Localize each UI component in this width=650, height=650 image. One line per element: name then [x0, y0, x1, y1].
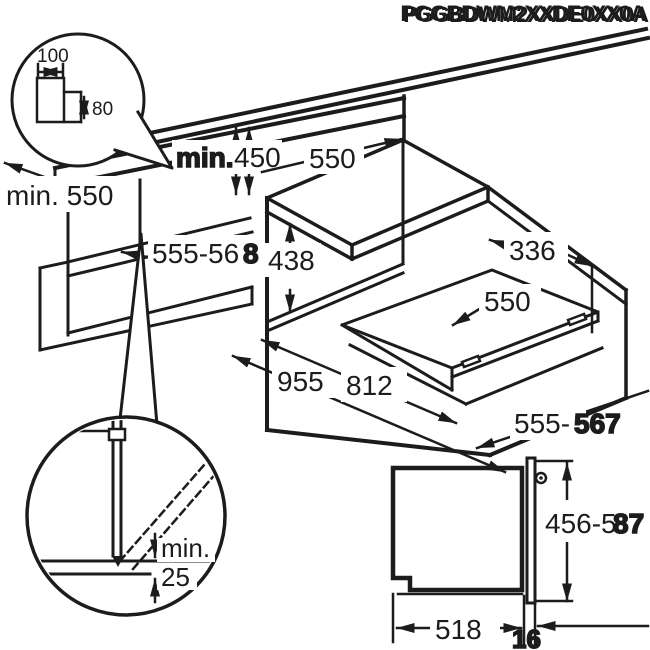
dim-812: 812 [260, 338, 458, 425]
dim-min550-label: min. 550 [6, 180, 113, 211]
dim-438: 438 [263, 222, 321, 314]
dim-438-label: 438 [268, 245, 315, 276]
callout-top-tail [113, 109, 174, 170]
dim-518: 518 16 [391, 592, 650, 650]
dim-555-567-overlap: 567 [574, 408, 621, 439]
dim-336-label: 336 [509, 235, 556, 266]
dim-555-568-label: 555-56 [152, 238, 239, 269]
callout-bottom-tail [117, 232, 159, 430]
appliance-front [390, 465, 525, 593]
dim-min25-value: 25 [161, 562, 190, 592]
dim-80-label: 80 [92, 99, 113, 120]
dim-518-label: 518 [435, 614, 482, 645]
dim-812-label: 812 [346, 370, 393, 401]
dim-555-568: 555-56 8 [120, 235, 302, 274]
dim-955-label: 955 [277, 366, 324, 397]
dim-min450: min. 450 [172, 126, 282, 196]
dim-min25-prefix: min. [161, 533, 210, 563]
screw-hole [534, 471, 548, 485]
side-trim [525, 456, 537, 605]
dim-456-overlap: 87 [613, 508, 644, 539]
product-code-text: PGGBDWM2XXDE0XX0A [403, 2, 649, 27]
dim-trim-label: 16 [512, 624, 541, 650]
dim-550-board-label: 550 [484, 286, 531, 317]
wall-rail [147, 26, 650, 145]
dim-336: 336 [488, 232, 594, 334]
dim-550-top-label: 550 [309, 143, 356, 174]
dim-100-label: 100 [37, 46, 69, 67]
dim-456-label: 456-5 [545, 508, 617, 539]
dim-min450-prefix: min. [176, 142, 234, 173]
board-clip-right [566, 312, 588, 327]
dim-550-board: 550 [451, 284, 541, 327]
callout-bottom: min. 25 [25, 232, 227, 617]
dim-555-568-overlap: 8 [243, 238, 259, 269]
dim-min450-label: 450 [234, 142, 281, 173]
dim-555-567-label: 555- [514, 408, 570, 439]
product-code-shadow: PGGBDWM2XXDE0XX0A [400, 1, 646, 26]
product-code: PGGBDWM2XXDE0XX0A PGGBDWM2XXDE0XX0A [400, 1, 650, 27]
front-view: 456-5 87 518 16 [390, 456, 650, 650]
dim-min550: min. 550 [2, 161, 128, 212]
vent-cutout-detail: 100 80 [35, 46, 113, 124]
dim-550-top: 550 [260, 137, 404, 174]
callout-top: 100 80 [10, 32, 174, 170]
door-swing-dashed [131, 462, 222, 571]
dim-555-567: 555- 567 [475, 389, 650, 450]
dim-456: 456-5 87 [541, 461, 645, 603]
door-swing-dashed [118, 454, 214, 563]
